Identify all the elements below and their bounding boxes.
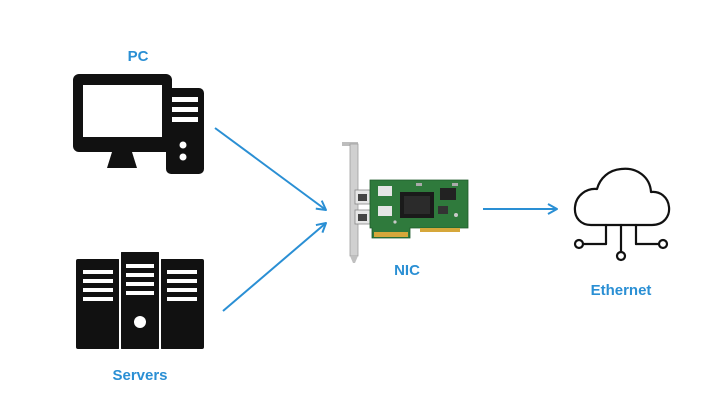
nic-label: NIC bbox=[394, 262, 420, 279]
cloud-network-icon bbox=[573, 167, 671, 262]
servers-label: Servers bbox=[112, 367, 168, 384]
server-rack-icon bbox=[76, 252, 204, 349]
pc-label: PC bbox=[127, 48, 149, 65]
arrow-servers-to-nic bbox=[222, 222, 327, 312]
arrow-pc-to-nic bbox=[214, 127, 327, 211]
ethernet-label: Ethernet bbox=[590, 282, 652, 299]
computer-icon bbox=[73, 74, 204, 174]
network-card-image bbox=[342, 142, 469, 263]
